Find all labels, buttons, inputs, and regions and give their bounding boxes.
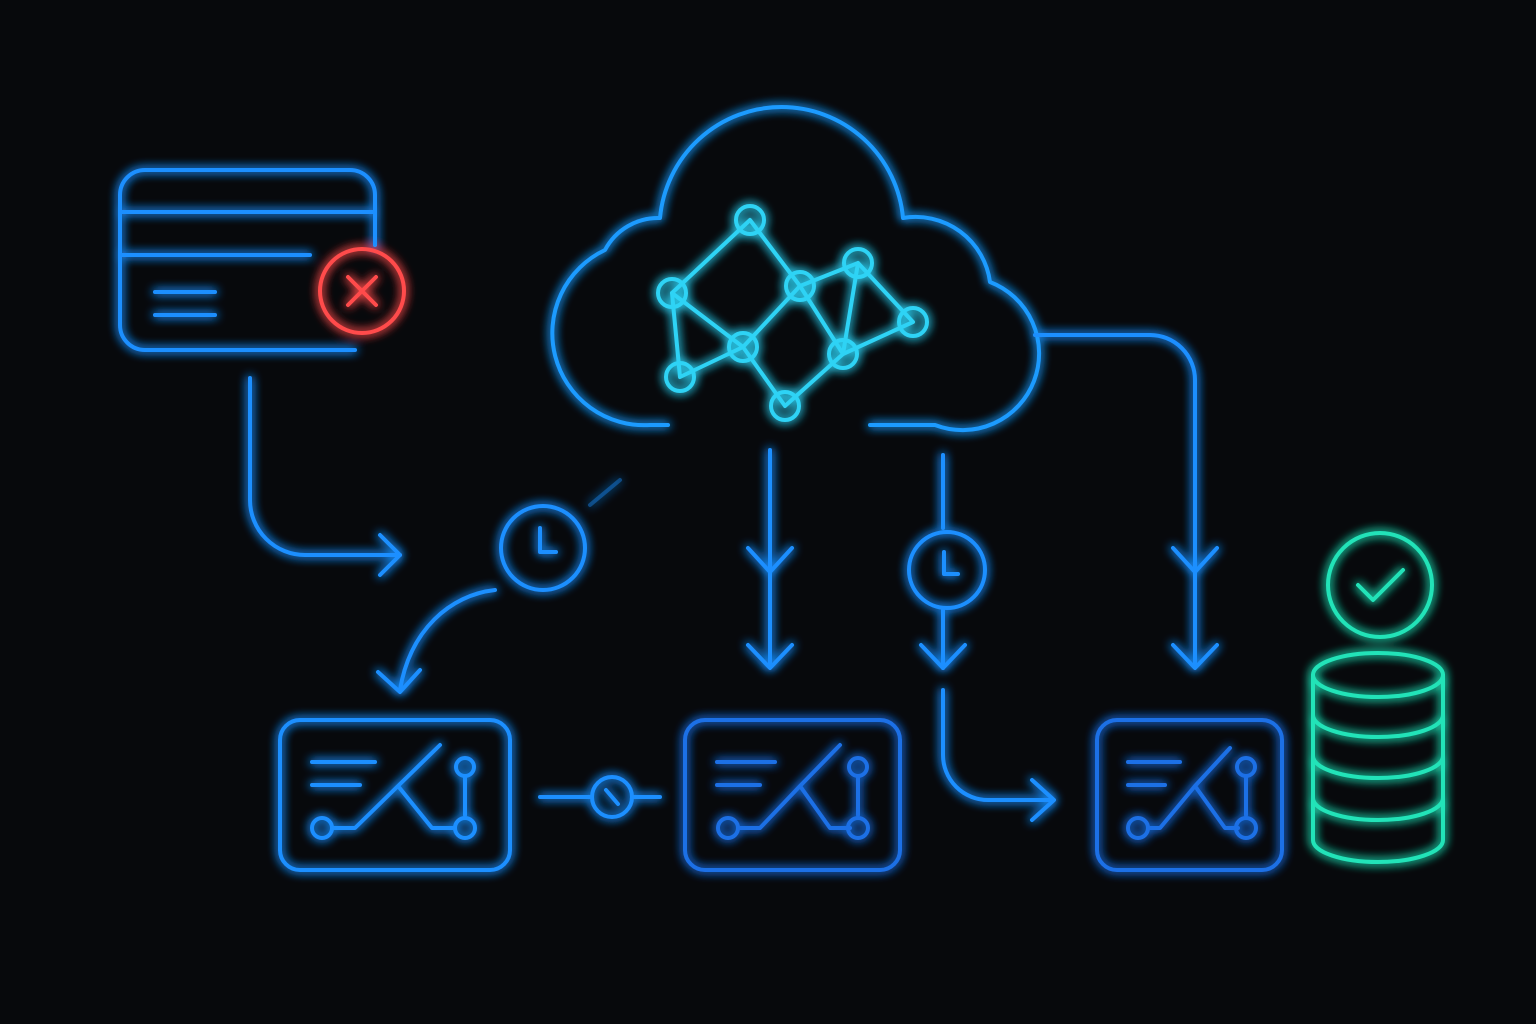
cloud-icon [550,105,1042,433]
clock-icon [499,478,622,592]
credit-card-icon [118,168,377,352]
delayed-flow-arrow [919,608,1056,822]
network-graph-icon [656,204,929,422]
clock-icon-2 [907,453,987,610]
cloud-to-right-panel-arrow [1033,333,1219,670]
connector-node [538,775,662,819]
process-panel-2 [683,718,902,872]
process-panel-3 [1095,718,1284,872]
clock-to-panel-arrow [376,588,497,694]
process-panel-1 [278,718,512,872]
cloud-to-panel-arrow [746,448,794,670]
database-icon [1311,651,1445,864]
x-circle-icon [318,247,406,335]
card-flow-arrow [248,376,402,577]
check-circle-icon [1326,531,1434,639]
